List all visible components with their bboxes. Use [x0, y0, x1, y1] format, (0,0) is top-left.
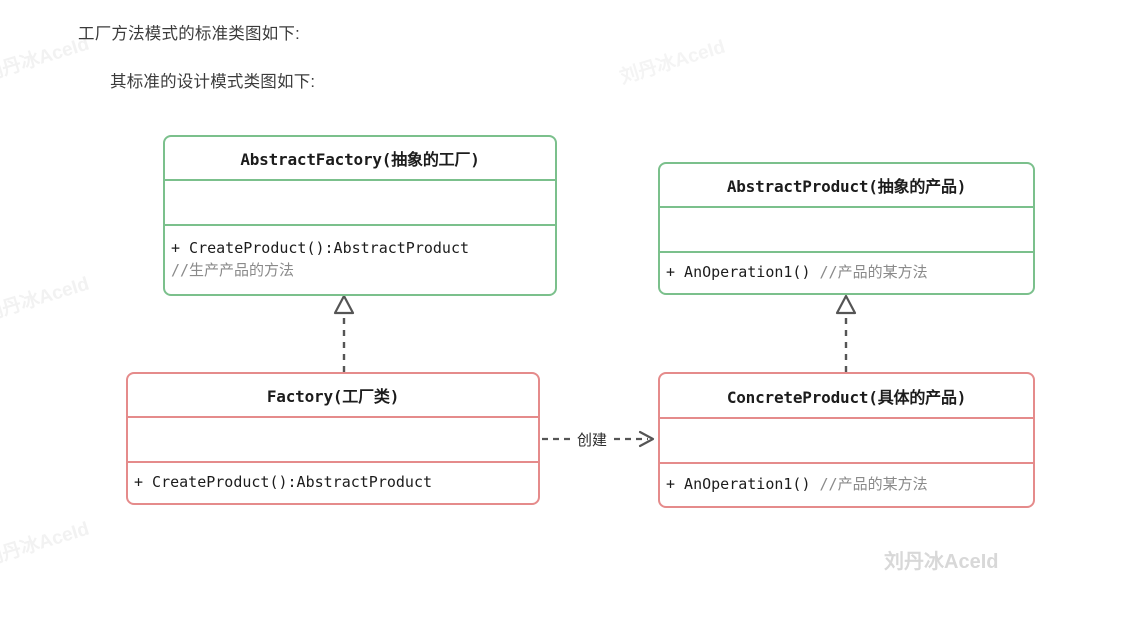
- uml-class-title: ConcreteProduct(具体的产品): [660, 374, 1033, 419]
- uml-attributes-compartment: [128, 418, 538, 463]
- uml-class-abstract-factory[interactable]: AbstractFactory(抽象的工厂) + CreateProduct()…: [163, 135, 557, 296]
- uml-attributes-compartment: [660, 208, 1033, 253]
- page-heading-secondary: 其标准的设计模式类图如下:: [110, 73, 316, 91]
- edge-label-create: 创建: [575, 429, 610, 450]
- uml-method-row: + AnOperation1() //产品的某方法: [666, 474, 1033, 496]
- uml-methods-compartment: + CreateProduct():AbstractProduct //生产产品…: [165, 226, 555, 294]
- uml-method-row: + AnOperation1() //产品的某方法: [666, 262, 1033, 284]
- uml-attributes-compartment: [165, 181, 555, 226]
- uml-class-abstract-product[interactable]: AbstractProduct(抽象的产品) + AnOperation1() …: [658, 162, 1035, 295]
- uml-method-signature: + CreateProduct():AbstractProduct: [171, 239, 470, 258]
- uml-class-title: AbstractFactory(抽象的工厂): [165, 137, 555, 181]
- watermark-bottom-right: 刘丹冰AceId: [884, 551, 999, 573]
- uml-class-title: Factory(工厂类): [128, 374, 538, 418]
- watermark-top-center: 刘丹冰AceId: [617, 36, 728, 89]
- uml-methods-compartment: + AnOperation1() //产品的某方法: [660, 464, 1033, 506]
- uml-class-title: AbstractProduct(抽象的产品): [660, 164, 1033, 208]
- open-arrowhead: [638, 430, 655, 448]
- uml-method-signature: + AnOperation1(): [666, 263, 811, 282]
- hollow-triangle-arrowhead: [333, 294, 355, 315]
- uml-method-signature: + AnOperation1(): [666, 475, 811, 494]
- page-heading-primary: 工厂方法模式的标准类图如下:: [78, 25, 300, 43]
- uml-method-comment: //产品的某方法: [819, 263, 928, 282]
- edge-concrete-product-realizes-abstract-product: [835, 294, 857, 372]
- uml-class-concrete-product[interactable]: ConcreteProduct(具体的产品) + AnOperation1() …: [658, 372, 1035, 508]
- uml-methods-compartment: + AnOperation1() //产品的某方法: [660, 253, 1033, 293]
- uml-class-factory[interactable]: Factory(工厂类) + CreateProduct():AbstractP…: [126, 372, 540, 505]
- edge-factory-realizes-abstract-factory: [333, 294, 355, 372]
- uml-method-signature: + CreateProduct():AbstractProduct: [134, 473, 433, 492]
- uml-attributes-compartment: [660, 419, 1033, 464]
- watermark-left-bottom: 刘丹冰AceId: [0, 518, 92, 571]
- hollow-triangle-arrowhead: [835, 294, 857, 315]
- uml-method-comment: //产品的某方法: [819, 475, 928, 494]
- watermark-left-middle: 刘丹冰AceId: [0, 273, 92, 326]
- uml-methods-compartment: + CreateProduct():AbstractProduct: [128, 463, 538, 503]
- uml-method-comment: //生产产品的方法: [171, 261, 295, 279]
